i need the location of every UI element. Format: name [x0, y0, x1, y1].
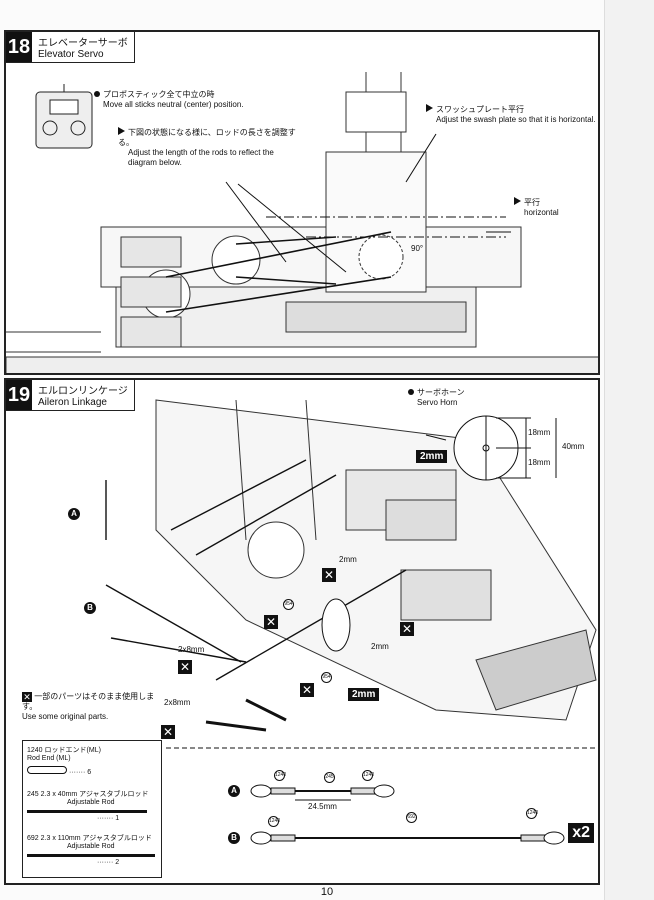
- label-a: A: [68, 508, 80, 520]
- dim-18mm-top: 18mm: [528, 428, 551, 437]
- elevator-servo-diagram: [6, 72, 598, 373]
- rod-b-part-2: 692: [406, 812, 417, 823]
- note-swash-plate: スワッシュプレート平行 Adjust the swash plate so th…: [426, 104, 596, 125]
- servo-horn-label: サーボホーン Servo Horn: [408, 388, 528, 408]
- size-2x8mm-b: 2x8mm: [164, 698, 191, 707]
- legend-item-rod-110: 692 2.3 x 110mm アジャスタブルロッド Adjustable Ro…: [27, 833, 155, 866]
- helicopter-frame: [6, 72, 598, 373]
- note-original-parts: ✕ 一部のパーツはそのまま使用します。 Use some original pa…: [22, 692, 155, 722]
- linkage-rods: [105, 459, 407, 681]
- note-neutral: プロポスティック全て中立の時 Move all sticks neutral (…: [94, 90, 294, 110]
- step-18-panel: 18 エレベーターサーボ Elevator Servo: [4, 30, 600, 375]
- bullet-icon: [94, 91, 100, 97]
- step-18-title-jp: エレベーターサーボ: [38, 38, 128, 49]
- rod-b-part-1: 1240: [268, 816, 280, 827]
- rod-b-label: B: [228, 832, 240, 844]
- transmitter-icon: [35, 84, 93, 149]
- x-original-part-icon: ✕: [300, 683, 314, 697]
- rod-b-drawing: [250, 831, 565, 845]
- rod-110-icon: [27, 854, 155, 857]
- note-horizontal: 平行 horizontal: [514, 197, 584, 218]
- size-2mm-box-bottom: 2mm: [348, 688, 380, 701]
- label-b: B: [84, 602, 96, 614]
- x-original-part-icon: ✕: [161, 725, 175, 739]
- rod-a-length: 24.5mm: [308, 802, 337, 811]
- step-19-header: 19 エルロンリンケージ Aileron Linkage: [6, 380, 135, 411]
- rod-a-part-2: 245: [324, 772, 335, 783]
- elevator-rods: [165, 231, 392, 313]
- rod-40-icon: [27, 810, 147, 813]
- parts-legend: 1240 ロッドエンド(ML) Rod End (ML) ······· 6 2…: [22, 740, 162, 878]
- legend-item-rod-end: 1240 ロッドエンド(ML) Rod End (ML) ······· 6: [27, 747, 101, 776]
- part-954-b: 954: [321, 672, 332, 683]
- x-original-part-icon: ✕: [400, 622, 414, 636]
- arrow-icon: [118, 127, 125, 135]
- size-2x8mm-a: 2x8mm: [178, 645, 205, 654]
- step-19-title-en: Aileron Linkage: [38, 397, 107, 408]
- x-original-part-icon: ✕: [178, 660, 192, 674]
- dim-40mm: 40mm: [562, 442, 585, 451]
- aileron-linkage-diagram: [105, 399, 597, 845]
- size-2mm-a: 2mm: [339, 555, 357, 564]
- rod-a-drawing: [250, 784, 395, 801]
- x-icon: ✕: [22, 692, 32, 702]
- step-18-number: 18: [6, 32, 32, 62]
- step-19-number: 19: [6, 380, 32, 410]
- note-adjust-rods: 下図の状態になる様に、ロッドの長さを調整する。 Adjust the lengt…: [118, 127, 296, 167]
- side-tab: [604, 0, 654, 900]
- rod-b-part-3: 1240: [526, 808, 538, 819]
- rod-end-icon: [27, 766, 67, 774]
- x-original-part-icon: ✕: [322, 568, 336, 582]
- dim-18mm-bottom: 18mm: [528, 458, 551, 467]
- step-19-title-jp: エルロンリンケージ: [38, 386, 128, 397]
- size-2mm-box-top: 2mm: [416, 450, 448, 463]
- x-original-part-icon: ✕: [264, 615, 278, 629]
- servo-horn-part: [321, 598, 351, 652]
- rod-a-part-3: 1240: [362, 770, 374, 781]
- step-18-header: 18 エレベーターサーボ Elevator Servo: [6, 32, 135, 63]
- step-19-panel: 19 エルロンリンケージ Aileron Linkage: [4, 378, 600, 885]
- size-2mm-b: 2mm: [371, 642, 389, 651]
- part-954-a: 954: [283, 599, 294, 610]
- assembly-arrows: [205, 698, 287, 732]
- leader-lines: [225, 133, 511, 273]
- rod-a-part-1: 1240: [274, 770, 286, 781]
- arrow-icon: [426, 104, 433, 112]
- bullet-icon: [408, 389, 414, 395]
- horizontal-guide-lines: [266, 216, 506, 238]
- servo-horn-detail: [425, 415, 557, 481]
- quantity-multiplier: x2: [568, 823, 594, 843]
- arrow-icon: [514, 197, 521, 205]
- page-number: 10: [320, 886, 334, 898]
- angle-label: 90°: [411, 244, 424, 253]
- step-18-title-en: Elevator Servo: [38, 49, 104, 60]
- legend-item-rod-40: 245 2.3 x 40mm アジャスタブルロッド Adjustable Rod…: [27, 791, 149, 822]
- rod-a-label: A: [228, 785, 240, 797]
